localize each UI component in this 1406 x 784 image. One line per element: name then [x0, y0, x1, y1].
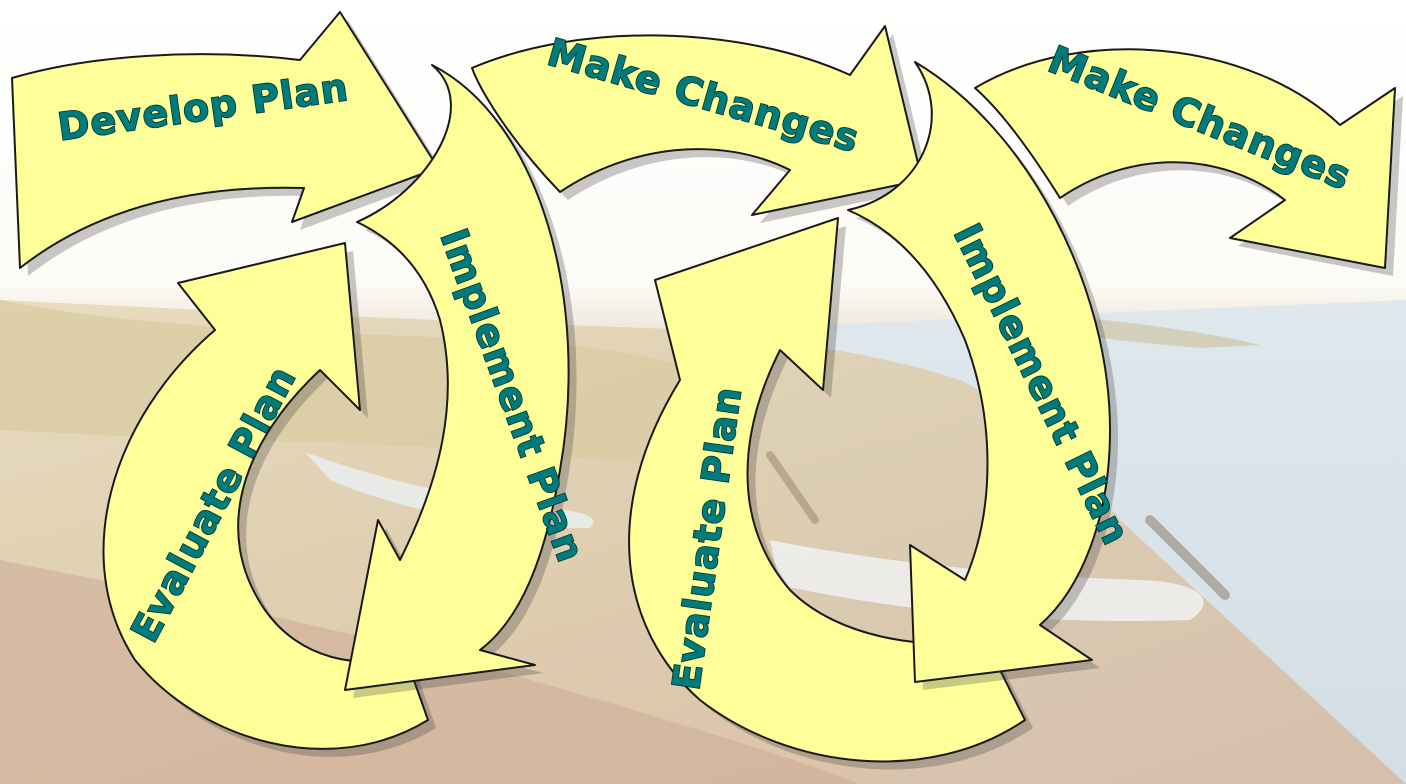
arrow-develop-plan: Develop Plan: [11, 11, 446, 276]
arrow-evaluate-plan-2: Evaluate Plan: [628, 217, 1033, 770]
arrow-shape-evaluate-plan-1: [102, 242, 429, 750]
arrow-shape-develop-plan: [11, 11, 439, 269]
arrow-shape-make-changes-1: [471, 25, 923, 216]
arrow-shape-make-changes-2: [974, 48, 1396, 269]
arrow-shape-implement-plan-2: [847, 61, 1111, 683]
arrow-implement-plan-1: Implement Plan: [344, 64, 594, 698]
arrow-evaluate-plan-1: Evaluate Plan: [102, 242, 437, 757]
arrow-shape-evaluate-plan-2: [628, 217, 1026, 763]
arrow-make-changes-1: Make Changes: [471, 25, 930, 223]
arrow-shape-implement-plan-1: [344, 64, 570, 691]
